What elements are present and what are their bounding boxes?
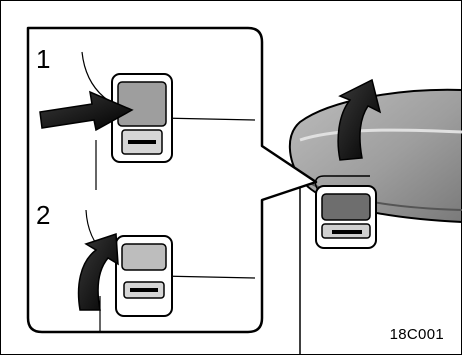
step-1-number: 1 <box>36 46 50 72</box>
step-2-number: 2 <box>36 202 50 228</box>
latch-detail-right <box>316 176 376 248</box>
figure-code: 18C001 <box>390 326 444 343</box>
